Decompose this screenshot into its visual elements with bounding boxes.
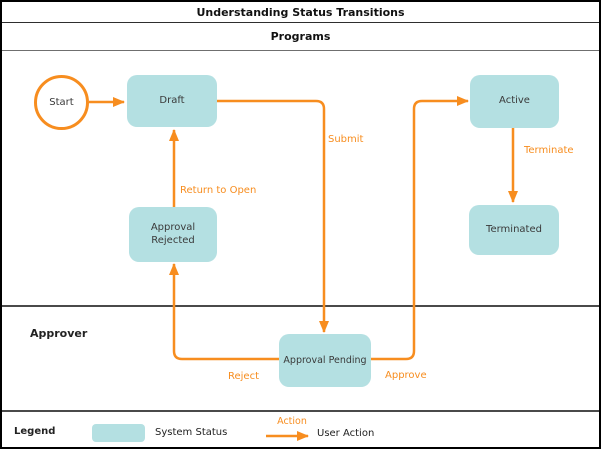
legend-user-action-label: User Action: [317, 428, 375, 439]
edge-label-approve: Approve: [385, 370, 427, 381]
legend-system-status-label: System Status: [155, 427, 228, 438]
node-approval-pending-label: Approval Pending: [283, 354, 367, 366]
legend-title: Legend: [14, 426, 56, 437]
node-terminated: Terminated: [469, 205, 559, 255]
lane-approver-label: Approver: [30, 327, 88, 340]
lane-header-programs: Programs: [2, 23, 599, 51]
node-start-label: Start: [49, 97, 74, 108]
legend-action-label: Action: [277, 416, 307, 427]
edge-label-terminate: Terminate: [524, 145, 574, 156]
node-terminated-label: Terminated: [486, 223, 542, 235]
edge-label-submit: Submit: [328, 134, 364, 145]
node-start: Start: [34, 75, 89, 130]
node-active: Active: [470, 75, 559, 128]
node-draft-label: Draft: [159, 94, 185, 106]
node-approval-pending: Approval Pending: [279, 334, 371, 387]
legend-panel: [2, 410, 599, 447]
node-active-label: Active: [499, 95, 530, 107]
node-approval-rejected-label: Approval Rejected: [150, 222, 196, 246]
edge-submit: [217, 99, 329, 333]
diagram-title: Understanding Status Transitions: [2, 2, 599, 23]
diagram-title-text: Understanding Status Transitions: [196, 5, 405, 19]
legend-system-status-swatch: [92, 424, 145, 442]
node-approval-rejected: Approval Rejected: [129, 207, 217, 262]
edge-label-reject: Reject: [228, 371, 260, 382]
node-draft: Draft: [127, 75, 217, 127]
lane-programs-label: Programs: [270, 30, 331, 43]
edge-label-return-to-open: Return to Open: [180, 185, 257, 196]
